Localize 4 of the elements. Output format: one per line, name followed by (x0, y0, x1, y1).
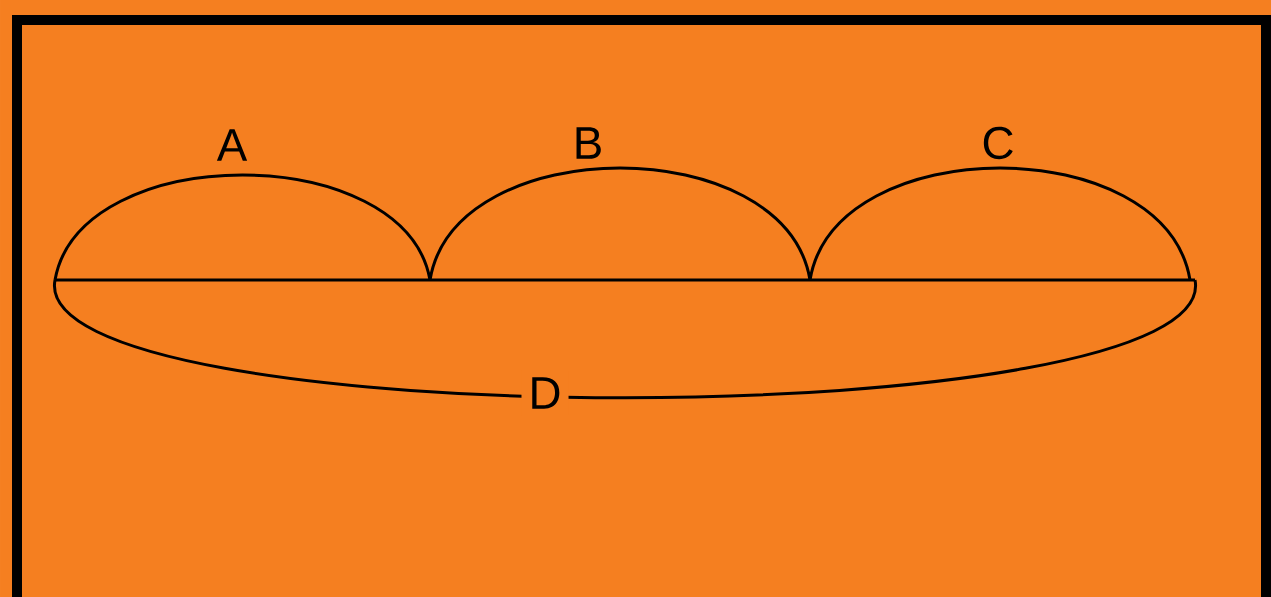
arc-label: B (576, 127, 601, 159)
arc-label: C (983, 126, 1013, 160)
arc-label: D (521, 370, 569, 416)
arc-label: A (216, 129, 248, 161)
